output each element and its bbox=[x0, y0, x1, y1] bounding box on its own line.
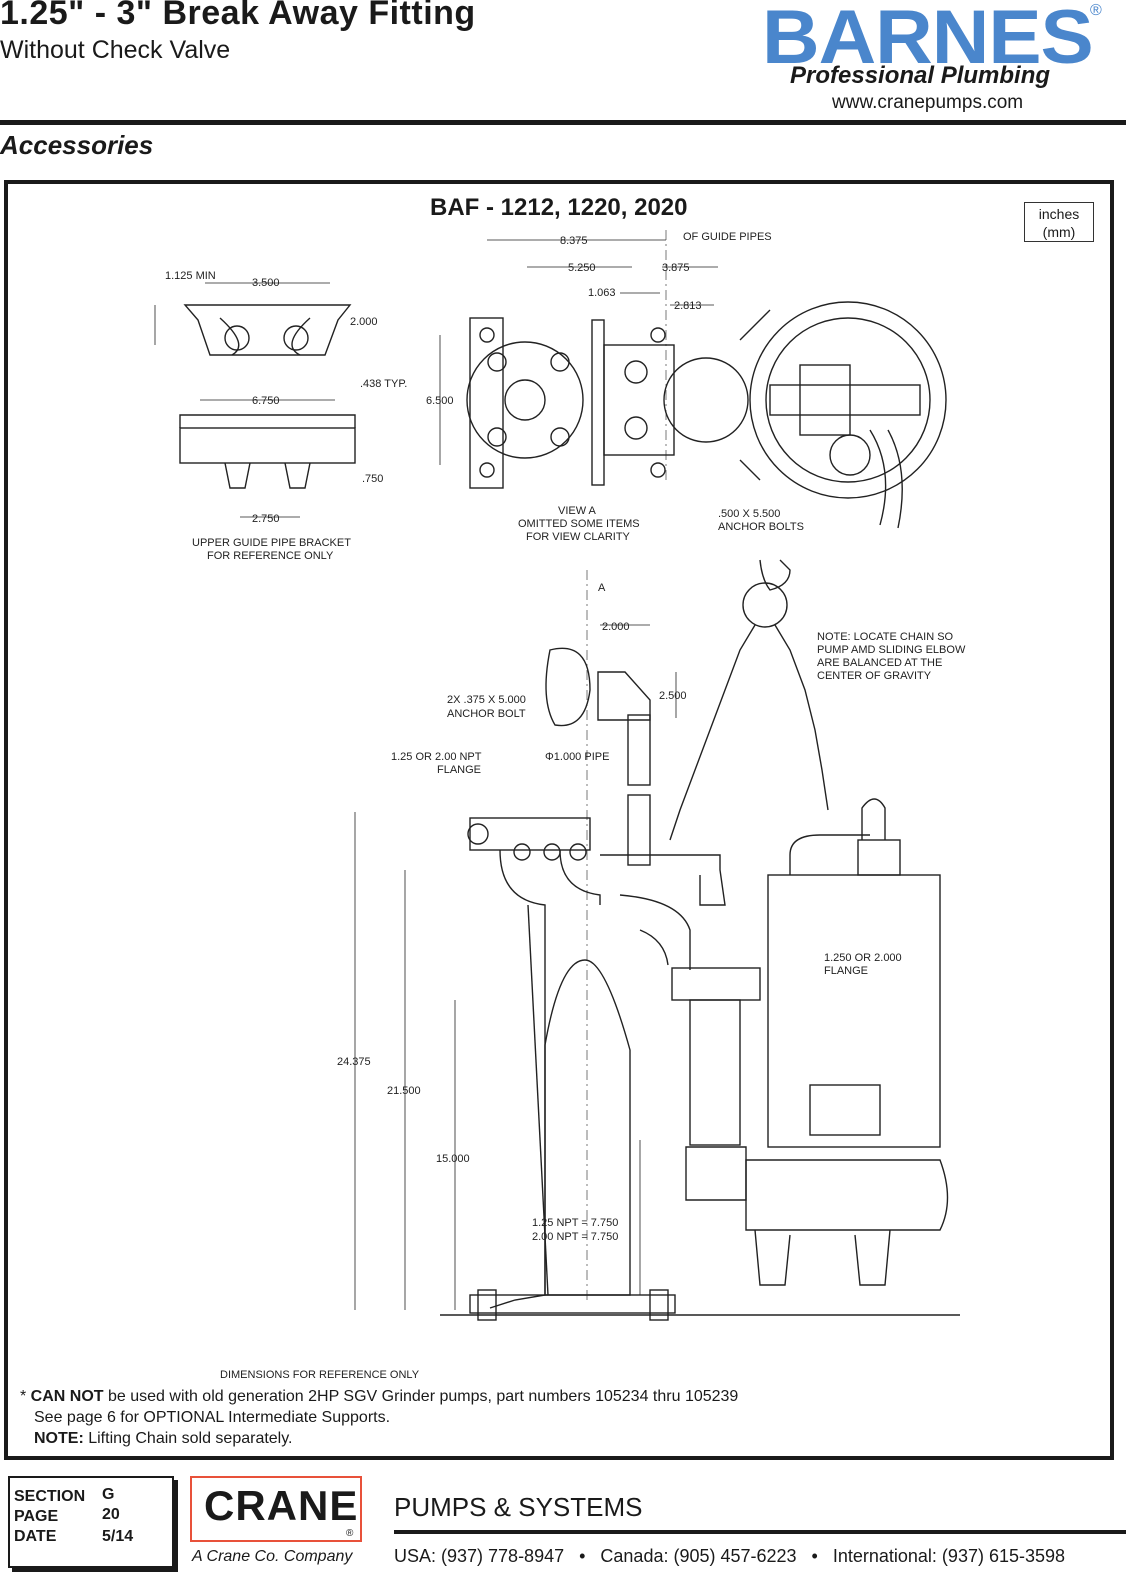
section-label: SECTION bbox=[14, 1488, 86, 1505]
diagram-frame bbox=[4, 180, 1114, 1460]
dim-15000: 15.000 bbox=[436, 1153, 470, 1165]
contact-numbers: USA: (937) 778-8947 • Canada: (905) 457-… bbox=[394, 1546, 1066, 1566]
diagram-title: BAF - 1212, 1220, 2020 bbox=[430, 194, 688, 221]
units-legend: inches (mm) bbox=[1024, 202, 1094, 242]
plan-view bbox=[439, 230, 947, 529]
pipe-label: Φ1.000 PIPE bbox=[545, 751, 609, 763]
dim-2750: 2.750 bbox=[252, 513, 280, 525]
brand-tagline: Professional Plumbing bbox=[790, 62, 1051, 89]
dim-5250: 5.250 bbox=[568, 262, 596, 274]
bracket-side-view bbox=[179, 399, 356, 518]
centerline-label: OF GUIDE PIPES bbox=[683, 231, 772, 243]
crane-registered-mark: ® bbox=[346, 1528, 354, 1539]
dim-21500: 21.500 bbox=[387, 1085, 421, 1097]
pumps-systems-heading: PUMPS & SYSTEMS bbox=[394, 1492, 643, 1522]
section-info-box: SECTION G PAGE 20 DATE 5/14 bbox=[8, 1476, 174, 1568]
note-1: NOTE: LOCATE CHAIN SO bbox=[817, 631, 954, 643]
dim-1063: 1.063 bbox=[588, 287, 616, 299]
view-a-3: FOR VIEW CLARITY bbox=[526, 531, 631, 543]
dim-24375: 24.375 bbox=[337, 1056, 371, 1068]
flange2-2: FLANGE bbox=[824, 965, 868, 977]
footnote-2: See page 6 for OPTIONAL Intermediate Sup… bbox=[34, 1409, 391, 1426]
page-value: 20 bbox=[102, 1506, 120, 1523]
registered-mark: ® bbox=[1090, 2, 1102, 19]
page-subtitle: Without Check Valve bbox=[0, 36, 231, 64]
anchor-bolt-2: ANCHOR BOLT bbox=[447, 708, 526, 720]
bracket-caption-1: UPPER GUIDE PIPE BRACKET bbox=[192, 537, 351, 549]
view-a-2: OMITTED SOME ITEMS bbox=[518, 518, 640, 530]
bracket-caption-2: FOR REFERENCE ONLY bbox=[207, 550, 334, 562]
footnote-3: NOTE: Lifting Chain sold separately. bbox=[34, 1430, 293, 1447]
dim-8375: 8.375 bbox=[560, 235, 588, 247]
drawing-labels: 1.125 MIN 3.500 2.000 .438 TYP. 6.750 .7… bbox=[165, 231, 966, 1381]
units-inches: inches bbox=[1038, 206, 1080, 222]
npt-2: 2.00 NPT = 7.750 bbox=[532, 1231, 618, 1243]
dim-3500: 3.500 bbox=[252, 277, 280, 289]
footer-divider bbox=[394, 1530, 1126, 1534]
dim-2500: 2.500 bbox=[659, 690, 687, 702]
header-divider bbox=[0, 120, 1126, 125]
crane-logo-box bbox=[190, 1476, 362, 1542]
dim-6750: 6.750 bbox=[252, 395, 280, 407]
page-label: PAGE bbox=[14, 1508, 59, 1525]
flange1-2: FLANGE bbox=[437, 764, 481, 776]
note-4: CENTER OF GRAVITY bbox=[817, 670, 932, 682]
dim-6500: 6.500 bbox=[426, 395, 454, 407]
note-2: PUMP AMD SLIDING ELBOW bbox=[817, 644, 966, 656]
dim-3875: 3.875 bbox=[662, 262, 690, 274]
npt-1: 1.25 NPT = 7.750 bbox=[532, 1217, 618, 1229]
website-link[interactable]: www.cranepumps.com bbox=[832, 92, 1024, 113]
technical-drawing: 1.125 MIN 3.500 2.000 .438 TYP. 6.750 .7… bbox=[154, 230, 966, 1381]
elevation-view bbox=[354, 559, 960, 1321]
section-heading: Accessories bbox=[0, 130, 154, 160]
dim-typ: .438 TYP. bbox=[360, 378, 407, 390]
crane-logo: CRANE bbox=[204, 1482, 359, 1529]
section-value: G bbox=[102, 1486, 115, 1503]
bracket-top-view bbox=[154, 282, 352, 356]
view-a-1: VIEW A bbox=[558, 505, 597, 517]
date-value: 5/14 bbox=[102, 1528, 134, 1545]
footnotes: * CAN NOT be used with old generation 2H… bbox=[20, 1386, 738, 1449]
dim-min: 1.125 MIN bbox=[165, 270, 216, 282]
note-3: ARE BALANCED AT THE bbox=[817, 657, 942, 669]
anchor-bolts-1: .500 X 5.500 bbox=[718, 508, 780, 520]
dim-2000-a: 2.000 bbox=[350, 316, 378, 328]
units-mm: (mm) bbox=[1042, 224, 1076, 240]
view-marker-a: A bbox=[598, 582, 606, 594]
anchor-bolt-1: 2X .375 X 5.000 bbox=[447, 694, 526, 706]
dim-2813: 2.813 bbox=[674, 300, 702, 312]
flange1-1: 1.25 OR 2.00 NPT bbox=[391, 751, 482, 763]
reference-only: DIMENSIONS FOR REFERENCE ONLY bbox=[220, 1369, 420, 1381]
dim-750: .750 bbox=[362, 473, 383, 485]
crane-company-tagline: A Crane Co. Company bbox=[192, 1548, 353, 1565]
dim-2000-b: 2.000 bbox=[602, 621, 630, 633]
page-title: 1.25" - 3" Break Away Fitting bbox=[0, 0, 476, 32]
footnote-1: * CAN NOT be used with old generation 2H… bbox=[20, 1388, 739, 1405]
barnes-logo: BARNES bbox=[762, 0, 1094, 80]
anchor-bolts-2: ANCHOR BOLTS bbox=[718, 521, 804, 533]
flange2-1: 1.250 OR 2.000 bbox=[824, 952, 902, 964]
date-label: DATE bbox=[14, 1528, 57, 1545]
